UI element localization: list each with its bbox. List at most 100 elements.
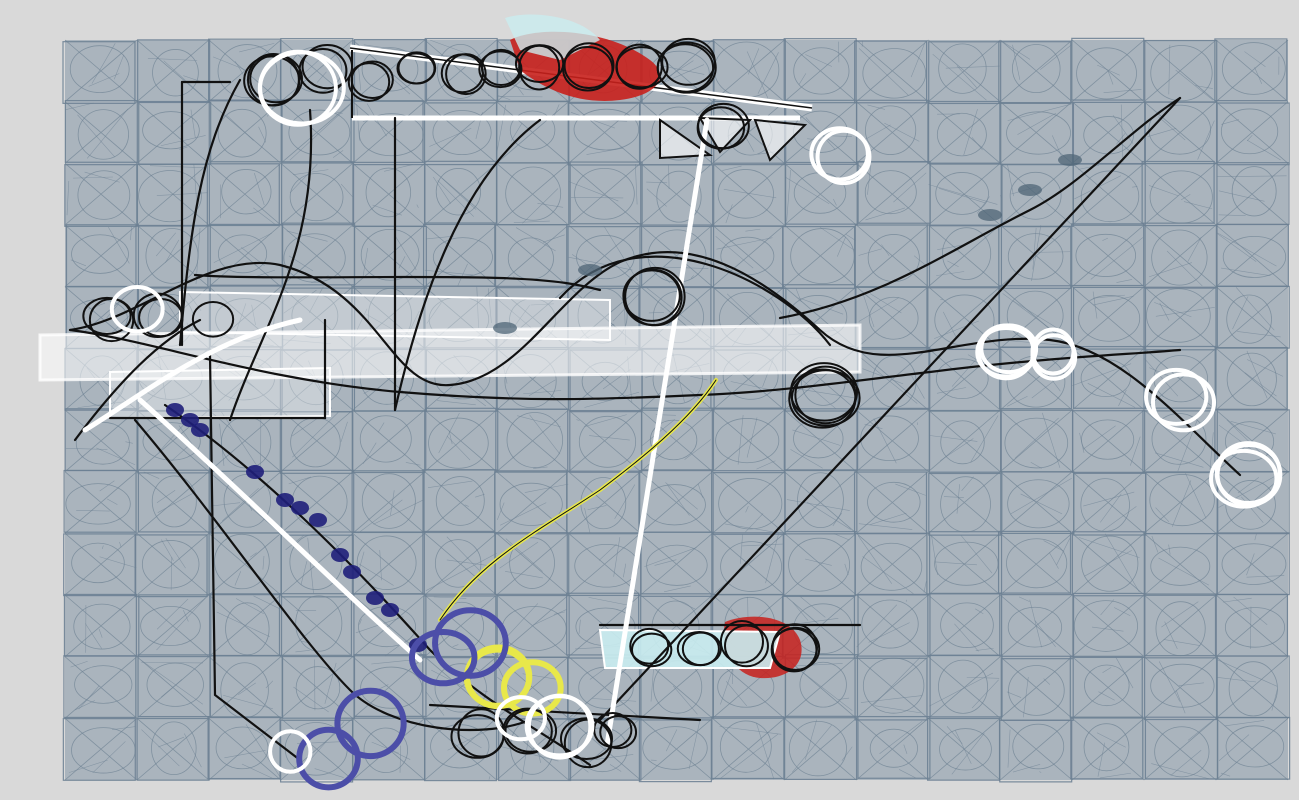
grid-cell-hatch bbox=[589, 435, 630, 441]
black-loop bbox=[445, 53, 487, 96]
grid-cell bbox=[1143, 593, 1217, 657]
grid-cell-frame bbox=[208, 99, 282, 163]
grid-cell-hatch bbox=[862, 293, 875, 328]
grid-cell-hatch bbox=[253, 595, 280, 609]
grid-cell-hatch bbox=[936, 271, 965, 276]
grid-cell-cross bbox=[856, 409, 929, 472]
grid-cell-hatch bbox=[1115, 656, 1134, 689]
grid-cell-hatch bbox=[165, 537, 186, 569]
grid-cell-hatch bbox=[586, 147, 623, 155]
grid-cell-cross bbox=[64, 533, 138, 596]
grid-cell-hatch bbox=[1043, 540, 1065, 552]
grid-cell bbox=[350, 100, 425, 164]
grid-cell-hatch bbox=[156, 232, 176, 257]
black-loop bbox=[298, 47, 348, 94]
grid-cell-hatch bbox=[1209, 432, 1214, 470]
grid-cell-loop bbox=[361, 47, 419, 92]
grid-cell-hatch bbox=[770, 297, 783, 314]
grid-cell-frame bbox=[422, 655, 496, 719]
grid-cell-hatch bbox=[416, 204, 419, 208]
black-loop bbox=[478, 50, 523, 89]
grid-cell-hatch bbox=[725, 204, 733, 224]
grid-cell-hatch bbox=[657, 64, 705, 75]
grid-cell-hatch bbox=[425, 691, 445, 716]
grid-cell-loop bbox=[142, 422, 201, 461]
grid-cell-hatch bbox=[496, 104, 506, 154]
grid-cell-hatch bbox=[1148, 262, 1192, 278]
grid-cell-hatch bbox=[740, 534, 743, 564]
grid-cell-hatch bbox=[1246, 575, 1285, 578]
black-loop bbox=[301, 44, 354, 90]
grid-cell bbox=[854, 39, 929, 104]
grid-cell-cross bbox=[712, 224, 785, 287]
grid-cell-hatch bbox=[745, 513, 764, 533]
white-loop bbox=[1214, 441, 1282, 505]
grid-cell-loop bbox=[797, 472, 844, 529]
grid-cell-frame bbox=[137, 39, 211, 103]
grid-cell-hatch bbox=[409, 310, 420, 331]
navy-dot bbox=[366, 591, 384, 605]
navy-dots bbox=[166, 403, 427, 652]
grid-cell-cross bbox=[999, 656, 1073, 719]
grid-cell bbox=[640, 531, 714, 596]
grid-cell-hatch bbox=[358, 65, 362, 91]
grid-cell-hatch bbox=[1100, 599, 1115, 616]
grid-cell bbox=[997, 530, 1073, 596]
grid-cell-hatch bbox=[73, 176, 113, 179]
black-loop bbox=[696, 106, 746, 150]
grid-cell-hatch bbox=[1170, 749, 1202, 776]
grid-cell-cross bbox=[280, 594, 354, 657]
grid-cell-hatch bbox=[963, 109, 978, 156]
grid-cell-loop bbox=[1080, 170, 1140, 223]
grid-cell bbox=[998, 285, 1073, 349]
grid-cell-loop bbox=[938, 43, 987, 94]
grid-cell-frame bbox=[784, 469, 858, 533]
grid-cell-hatch bbox=[1246, 139, 1281, 161]
grid-cell bbox=[856, 160, 931, 226]
grid-cell-hatch bbox=[340, 183, 353, 197]
violet-loop bbox=[296, 726, 361, 791]
grid-cell-hatch bbox=[256, 269, 275, 277]
grid-cell-hatch bbox=[1144, 358, 1179, 397]
grid-cell-loop bbox=[793, 47, 850, 95]
grid-cell-cross bbox=[1143, 594, 1217, 657]
grid-cell-hatch bbox=[213, 232, 272, 263]
grid-cell-cross bbox=[784, 39, 857, 102]
grid-cell-hatch bbox=[99, 480, 115, 492]
grid-cell-hatch bbox=[1130, 436, 1141, 466]
grid-cell bbox=[783, 38, 857, 102]
grid-cell-loop bbox=[938, 659, 988, 714]
grid-cell-hatch bbox=[879, 720, 923, 754]
grid-cell bbox=[135, 224, 210, 288]
black-loop bbox=[629, 627, 670, 665]
grid-cell-hatch bbox=[510, 122, 523, 142]
grid-cell-loop bbox=[1155, 601, 1206, 657]
grid-cell-hatch bbox=[584, 414, 627, 427]
grid-cell-cross bbox=[280, 163, 354, 226]
grid-cell-hatch bbox=[74, 700, 95, 711]
grid-cell-hatch bbox=[1029, 599, 1042, 648]
grid-cell-hatch bbox=[258, 126, 267, 143]
grid-cell-hatch bbox=[786, 499, 850, 511]
grid-cell-cross bbox=[928, 348, 1001, 411]
grid-cell bbox=[856, 407, 931, 472]
grid-cell-hatch bbox=[1032, 227, 1037, 270]
grid-cell-hatch bbox=[942, 311, 957, 339]
grid-cell-hatch bbox=[976, 196, 990, 214]
slate-dot bbox=[578, 264, 602, 276]
grid-cell bbox=[784, 161, 858, 226]
grid-cell-hatch bbox=[792, 387, 856, 399]
black-loop bbox=[397, 51, 437, 85]
grid-cell-hatch bbox=[1023, 677, 1029, 718]
black-loop bbox=[350, 60, 394, 99]
grid-cell-cross bbox=[1071, 718, 1145, 781]
grid-cell-hatch bbox=[78, 685, 100, 710]
grid-cell-cross bbox=[856, 718, 929, 781]
grid-cell-hatch bbox=[262, 555, 265, 570]
grid-cell-loop bbox=[1006, 538, 1068, 589]
navy-dot bbox=[276, 493, 294, 507]
grid-cell-hatch bbox=[390, 490, 395, 516]
grid-cell-hatch bbox=[1216, 175, 1287, 177]
grid-cell-frame bbox=[63, 469, 137, 533]
grid-cell-hatch bbox=[1221, 119, 1239, 125]
